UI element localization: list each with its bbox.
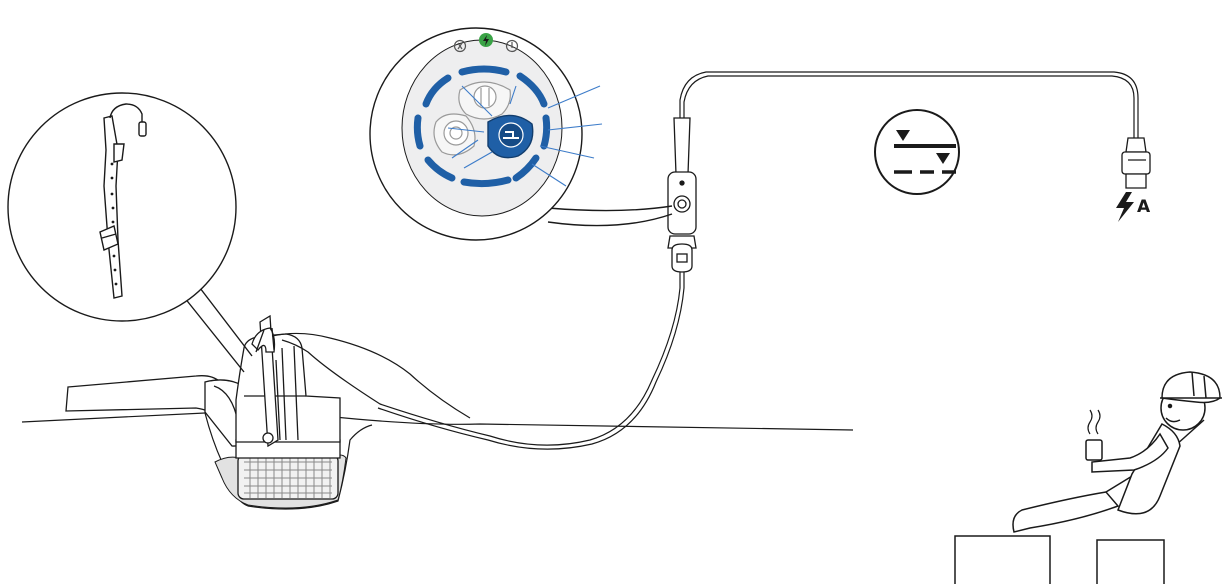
controller-connector xyxy=(674,196,690,212)
ring-segment-right xyxy=(544,118,547,146)
power-cable xyxy=(282,272,680,445)
discharge-hose xyxy=(66,376,258,446)
seat-box-right xyxy=(1097,540,1164,584)
power-supply-letter: A xyxy=(1137,197,1151,217)
water-level-symbol xyxy=(875,110,959,194)
resting-worker xyxy=(955,372,1222,584)
ground-line-left xyxy=(22,413,205,422)
ring-segment-bottom xyxy=(464,180,508,184)
controller-strain-relief xyxy=(674,118,690,174)
handle-clamp xyxy=(263,433,273,443)
sensor-detail-callout xyxy=(8,93,252,372)
pump-body xyxy=(236,334,340,442)
button-upper xyxy=(474,86,496,108)
lightning-bolt-icon xyxy=(1116,192,1134,222)
pump-base xyxy=(236,440,340,458)
ring-segment-left xyxy=(417,118,420,146)
power-supply-label: A xyxy=(1116,192,1151,222)
submersible-pump xyxy=(236,316,340,499)
controller-lower-connector xyxy=(672,244,692,272)
worker-legs xyxy=(1013,492,1118,532)
sensor-callout-pointer xyxy=(180,288,252,372)
button-left xyxy=(444,121,468,145)
ring-segment-top xyxy=(462,69,506,72)
power-led-icon xyxy=(479,33,493,47)
coffee-steam xyxy=(1088,410,1100,434)
ground-line-right xyxy=(325,416,853,430)
supply-plug xyxy=(1122,138,1150,188)
control-panel-callout xyxy=(370,28,672,240)
seat-box-left xyxy=(955,536,1050,584)
coffee-cup xyxy=(1086,440,1102,460)
cable-controller xyxy=(668,118,696,272)
panel-callout-pointer xyxy=(548,206,672,226)
